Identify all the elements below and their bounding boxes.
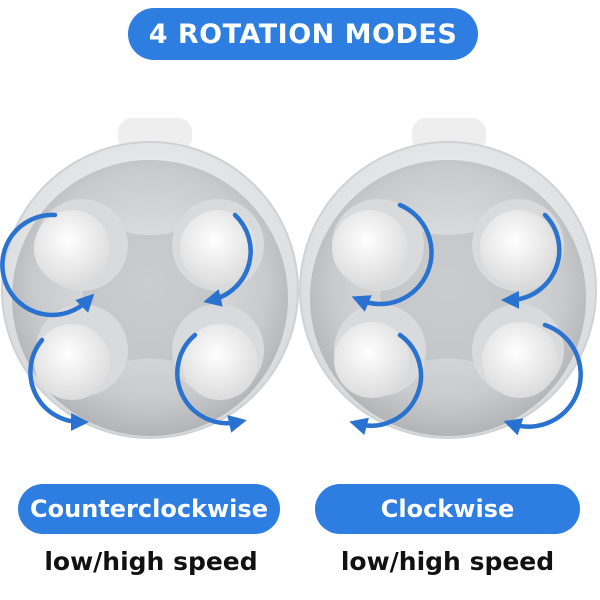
device-left: [0, 118, 299, 439]
massage-head-icon: [332, 210, 558, 398]
mode-label-clockwise: Clockwise: [315, 484, 580, 534]
rotation-arrow-icon: [0, 212, 253, 433]
title-banner: 4 ROTATION MODES: [128, 8, 478, 60]
mode-label-counterclockwise: Counterclockwise: [18, 484, 280, 534]
speed-text-left: low/high speed: [44, 547, 258, 576]
device-right: [299, 118, 597, 439]
speed-text-right: low/high speed: [340, 547, 555, 576]
massage-head-icon: [34, 210, 258, 400]
rotation-arrow-icon: [349, 202, 583, 436]
